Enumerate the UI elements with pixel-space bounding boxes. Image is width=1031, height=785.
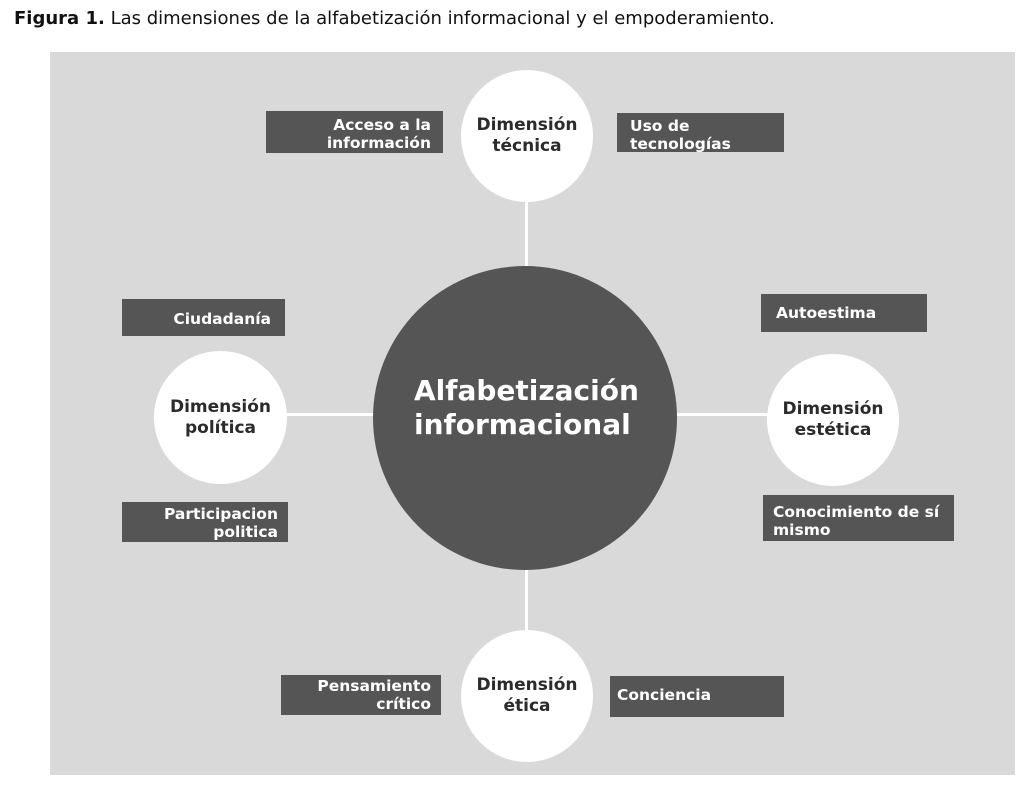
box-conciencia: Conciencia [610, 676, 784, 717]
box-autoestima: Autoestima [761, 294, 927, 332]
connector-left [286, 413, 375, 416]
dimension-etica-label: Dimensión ética [476, 675, 578, 716]
figure-label: Figura 1. [14, 8, 105, 29]
figure-caption-text: Las dimensiones de la alfabetización inf… [110, 8, 775, 29]
connector-right [676, 413, 769, 416]
dimension-politica-circle: Dimensión política [154, 351, 287, 484]
figure-caption: Figura 1. Las dimensiones de la alfabeti… [14, 8, 775, 29]
box-participacion-politica: Participacion politica [122, 502, 288, 542]
box-acceso-informacion: Acceso a la información [266, 111, 443, 153]
box-conocimiento-de-si-mismo: Conocimiento de sí mismo [763, 495, 954, 541]
dimension-tecnica-label: Dimensión técnica [476, 115, 578, 156]
connector-bottom [525, 568, 528, 634]
box-ciudadania: Ciudadanía [122, 299, 285, 336]
central-label: Alfabetización informacional [414, 374, 639, 441]
dimension-estetica-circle: Dimensión estética [767, 354, 899, 486]
dimension-tecnica-circle: Dimensión técnica [461, 70, 593, 202]
box-pensamiento-critico: Pensamiento crítico [281, 675, 441, 715]
dimension-etica-circle: Dimensión ética [461, 630, 593, 762]
dimension-politica-label: Dimensión política [169, 396, 271, 438]
dimension-estetica-label: Dimensión estética [782, 399, 884, 440]
box-uso-tecnologias: Uso de tecnologías [617, 113, 784, 152]
connector-top [525, 196, 528, 268]
central-circle [373, 266, 677, 570]
